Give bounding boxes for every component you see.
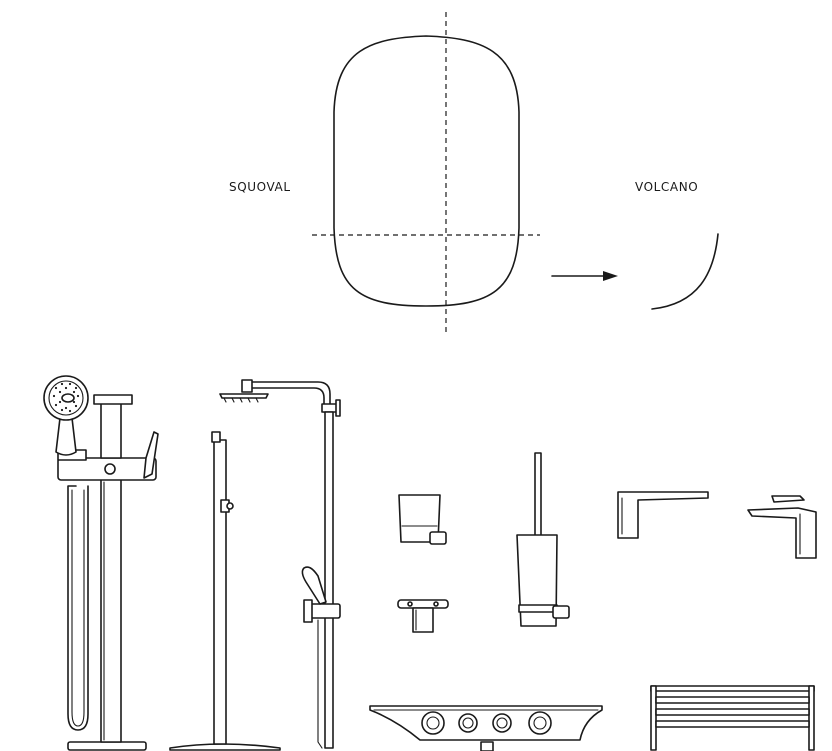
squoval-label: SQUOVAL bbox=[229, 180, 291, 194]
volcano-profile-curve bbox=[651, 233, 719, 310]
volcano-label: VOLCANO bbox=[635, 180, 699, 194]
thermostatic-shelf-icon bbox=[369, 705, 603, 751]
basin-mixer-icon bbox=[747, 495, 817, 559]
tumbler-holder-icon bbox=[398, 494, 447, 545]
soap-dish-icon bbox=[397, 599, 449, 633]
shower-column-icon bbox=[169, 379, 341, 751]
towel-rack-icon bbox=[650, 685, 815, 751]
basin-spout-icon bbox=[617, 491, 709, 539]
freestanding-bath-mixer-icon bbox=[43, 375, 159, 751]
arrow-icon bbox=[551, 271, 618, 281]
squoval-shape bbox=[333, 35, 520, 307]
toilet-brush-holder-icon bbox=[516, 452, 570, 627]
